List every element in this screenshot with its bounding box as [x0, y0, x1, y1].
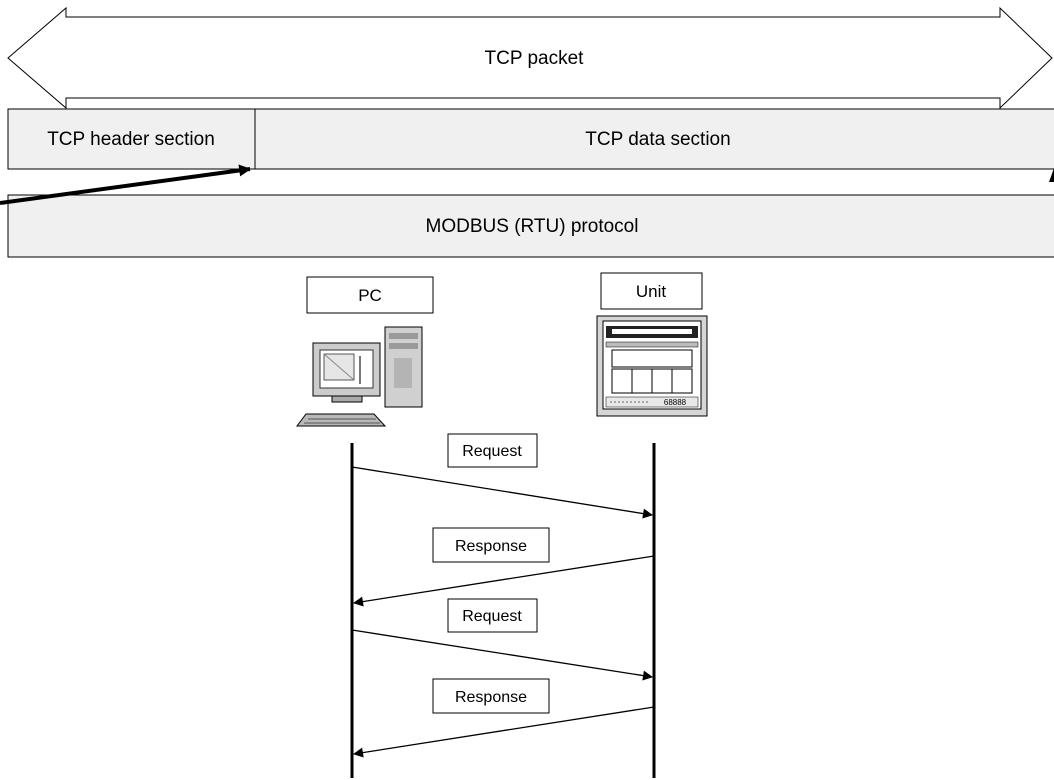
- message-label-3: Request: [447, 598, 538, 633]
- tcp-packet-arrow: TCP packet: [7, 6, 1053, 110]
- tcp-data-section-label: TCP data section: [585, 129, 730, 150]
- unit-device: Unit 68888: [596, 272, 708, 417]
- tcp-data-section-box: [254, 108, 1054, 170]
- message-arrow-1: [351, 466, 653, 519]
- unit-label: Unit: [636, 282, 667, 301]
- modbus-protocol-label: MODBUS (RTU) protocol: [426, 216, 639, 237]
- modbus-protocol-bar: MODBUS (RTU) protocol: [7, 194, 1054, 258]
- pc-label: PC: [358, 286, 382, 305]
- pc-label-box: [306, 276, 434, 314]
- tcp-sections: TCP header section TCP data section: [7, 108, 1054, 170]
- message-label-4: Response: [432, 678, 550, 714]
- message-label-3-text: Request: [462, 608, 522, 625]
- message-arrow-3: [351, 629, 653, 681]
- unit-keypad-text: 68888: [664, 398, 687, 407]
- mapping-arrow-right-head: [1049, 168, 1054, 182]
- pc-computer-icon: [296, 326, 423, 427]
- tcp-header-section-box: [7, 108, 256, 170]
- unit-label-box: [600, 272, 703, 310]
- message-label-2-text: Response: [455, 538, 527, 555]
- message-label-1-text: Request: [462, 443, 522, 460]
- recorder-unit-icon: 68888: [596, 315, 708, 417]
- mapping-arrow-left: [0, 164, 252, 205]
- message-label-2: Response: [432, 527, 550, 563]
- message-arrow-4: [353, 706, 655, 758]
- tcp-packet-arrow-shape: [7, 6, 1053, 110]
- modbus-protocol-box: [7, 194, 1054, 258]
- message-arrow-2: [353, 555, 655, 607]
- pc-device: PC: [296, 276, 434, 427]
- tcp-header-section-label: TCP header section: [47, 129, 215, 150]
- message-label-1: Request: [447, 433, 538, 468]
- tcp-packet-label: TCP packet: [485, 48, 585, 69]
- message-label-4-text: Response: [455, 689, 527, 706]
